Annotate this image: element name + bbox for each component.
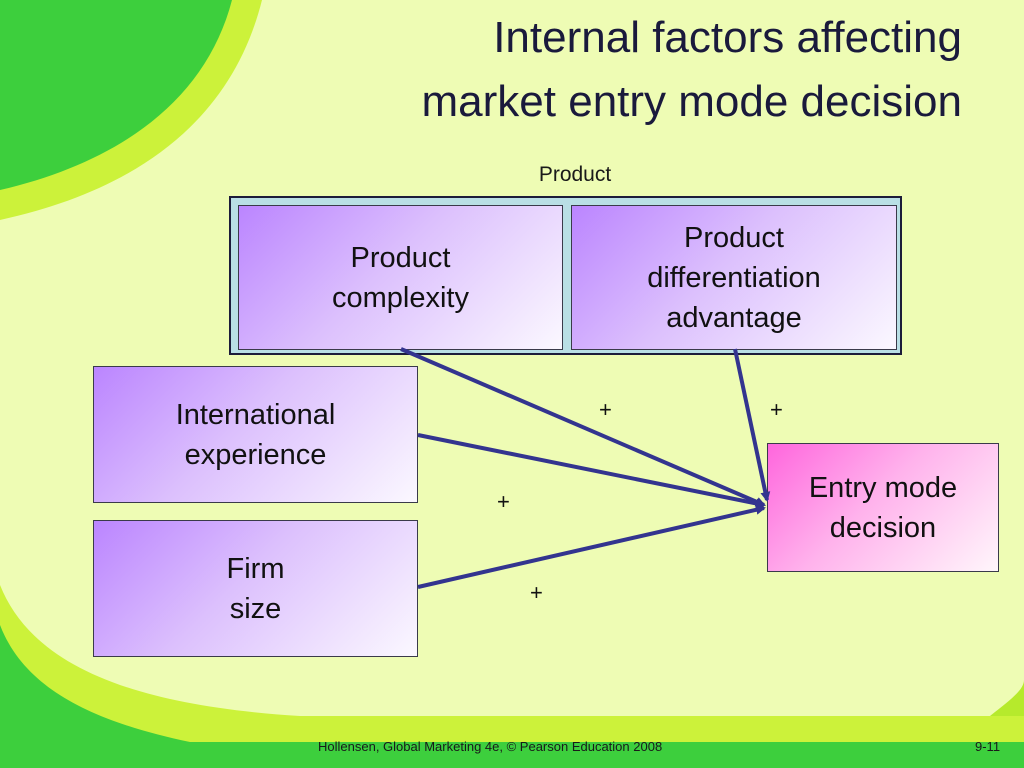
entry-mode-decision-label: Entry mode decision bbox=[808, 471, 958, 544]
sign-product-differentiation: + bbox=[770, 397, 783, 422]
firm-size-label: Firm size bbox=[226, 552, 285, 625]
bottom-green-swoosh bbox=[0, 625, 1024, 768]
sign-international-experience: + bbox=[497, 489, 510, 514]
entry-mode-decision-box: Entry mode decision bbox=[767, 443, 999, 572]
slide-title-line-2: market entry mode decision bbox=[421, 77, 962, 126]
firm-size-box: Firm size bbox=[93, 520, 418, 657]
bottom-right-accent bbox=[990, 680, 1024, 716]
international-experience-box: International experience bbox=[93, 366, 418, 503]
slide-title-line-1: Internal factors affecting bbox=[493, 13, 962, 62]
footer-copyright: Hollensen, Global Marketing 4e, © Pearso… bbox=[318, 739, 663, 754]
footer-slide-number: 9-11 bbox=[975, 739, 1001, 754]
sign-product-complexity: + bbox=[599, 397, 612, 422]
top-left-green-swoosh bbox=[0, 0, 232, 190]
international-experience-label: International experience bbox=[175, 398, 336, 471]
sign-firm-size: + bbox=[530, 580, 543, 605]
product-complexity-box: Product complexity bbox=[238, 205, 563, 350]
product-differentiation-box: Product differentiation advantage bbox=[571, 205, 897, 350]
product-group-label: Product bbox=[538, 163, 612, 186]
product-differentiation-label: Product differentiation advantage bbox=[647, 221, 821, 334]
bottom-lime-swoosh bbox=[0, 585, 1024, 768]
product-complexity-label: Product complexity bbox=[332, 241, 469, 314]
